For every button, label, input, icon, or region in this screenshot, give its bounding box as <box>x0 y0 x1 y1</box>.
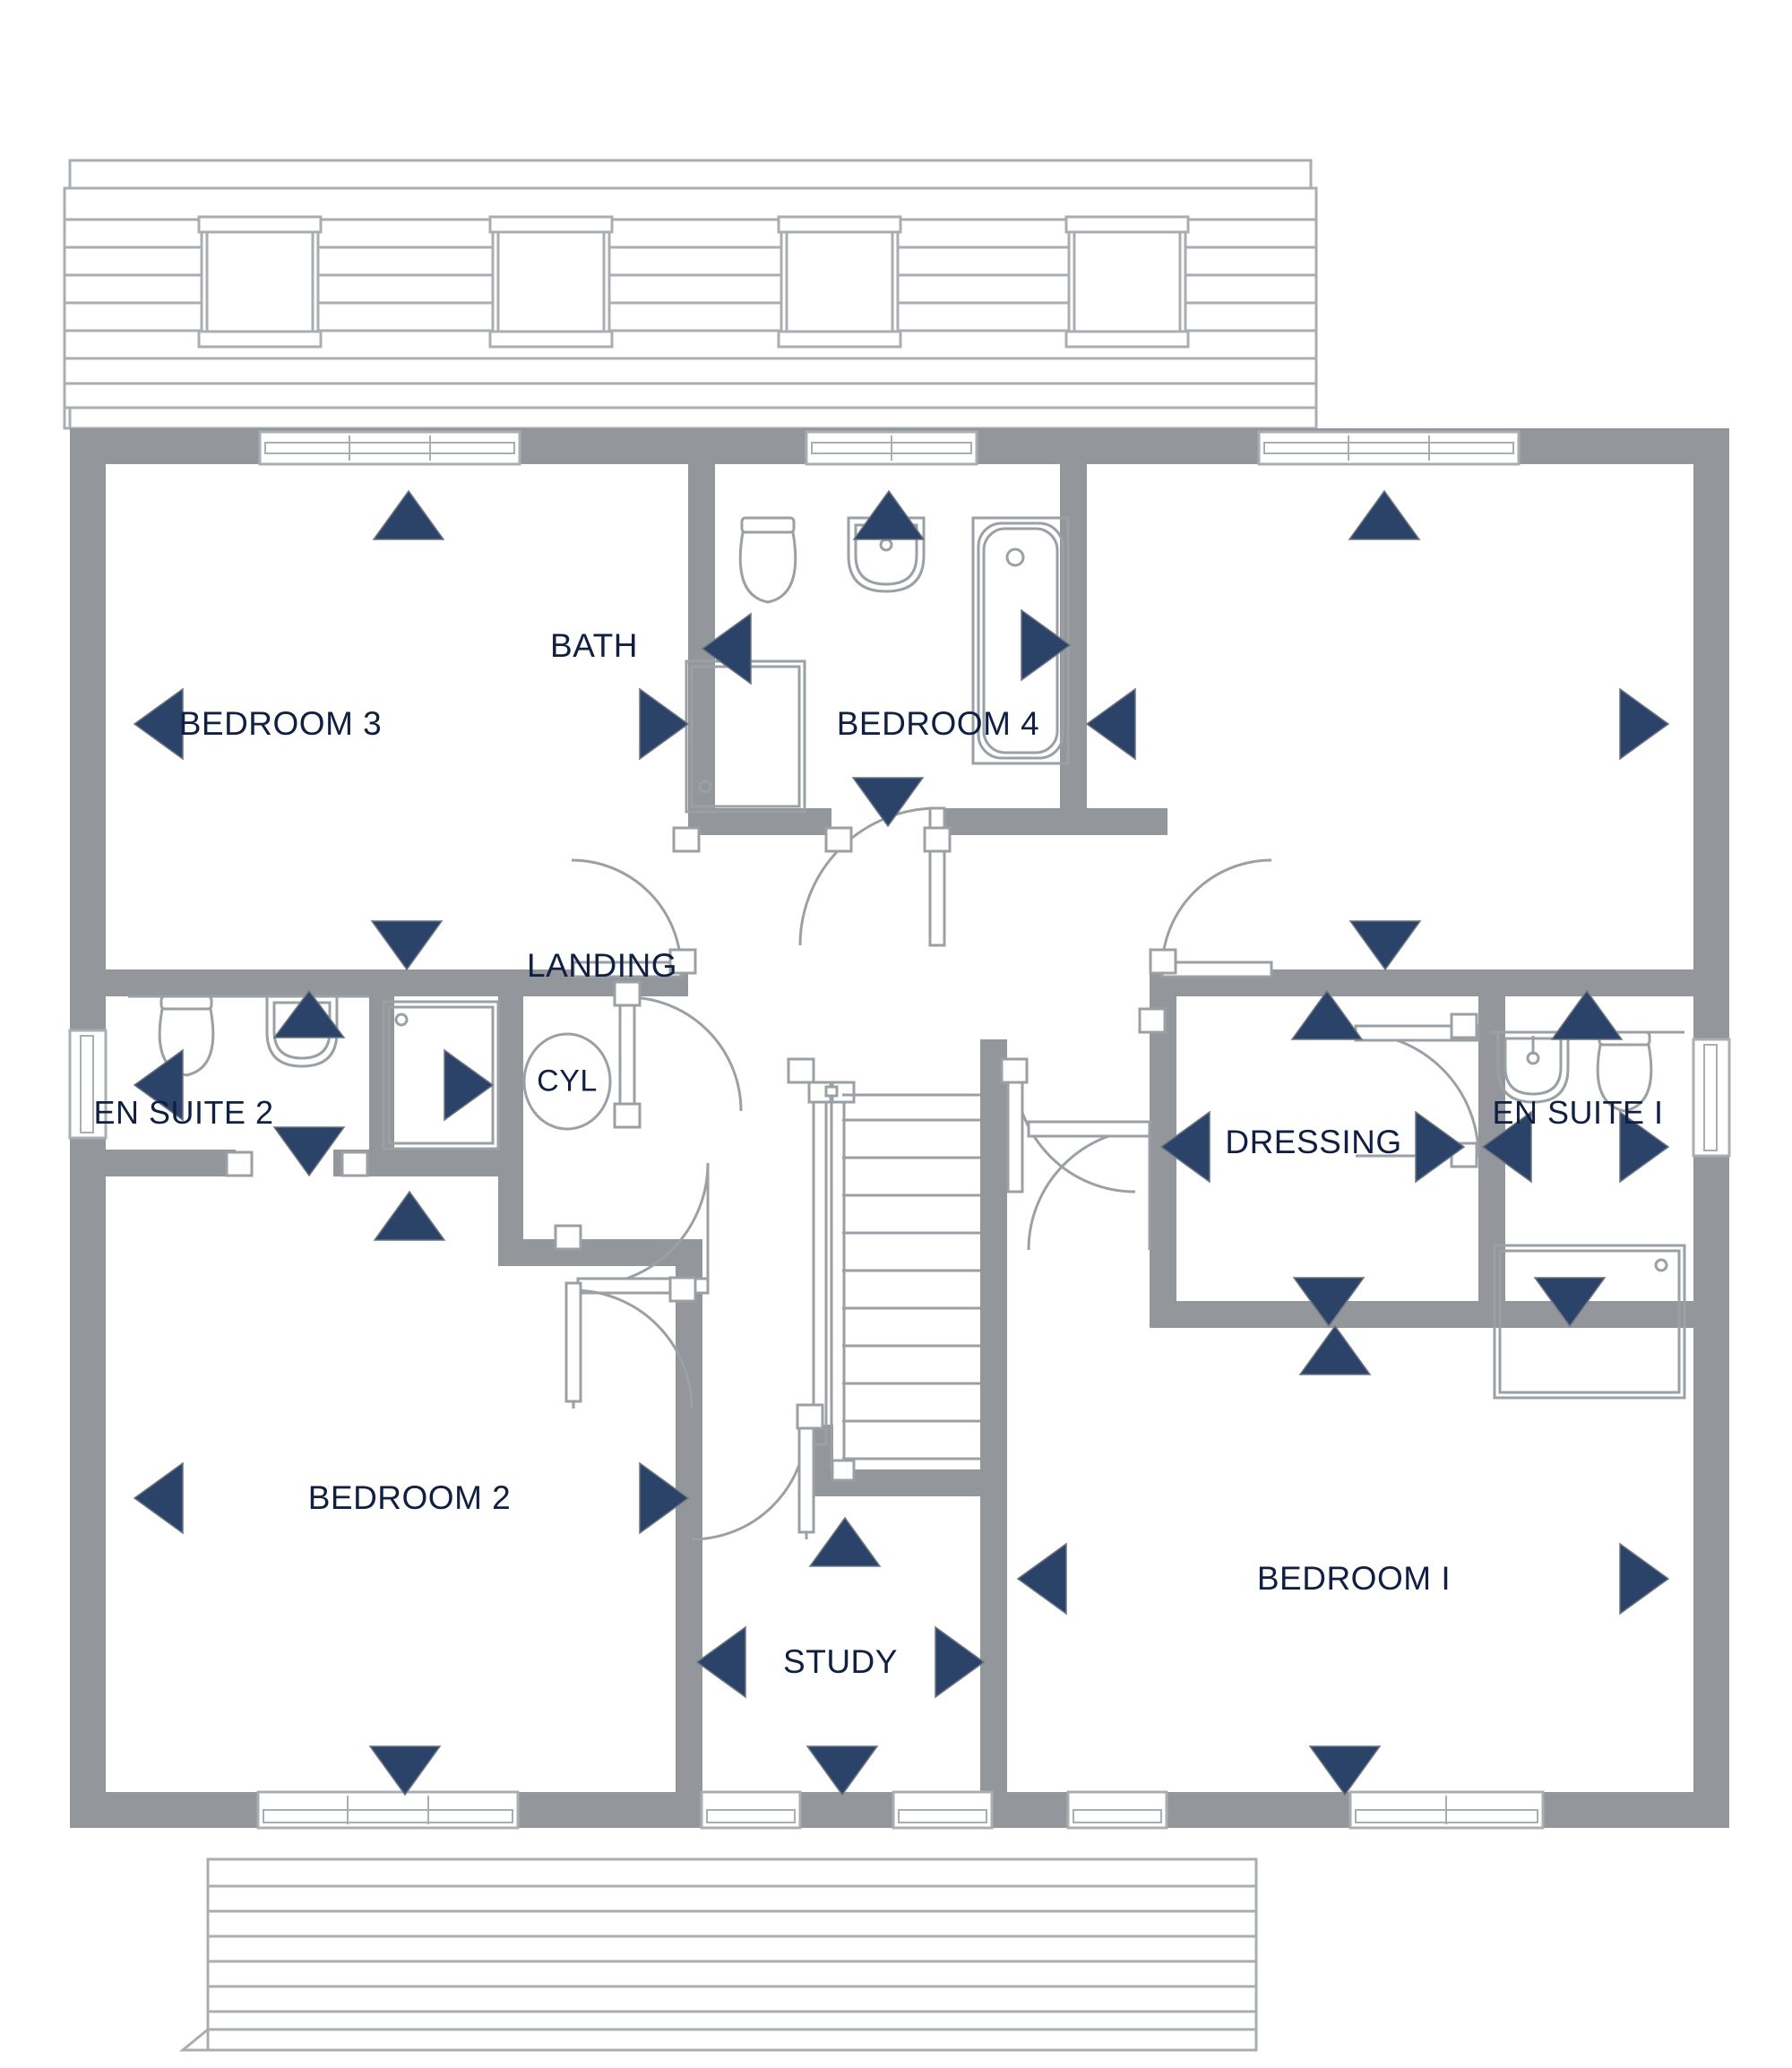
room-label-bedroom-1: BEDROOM I <box>1256 1560 1452 1597</box>
room-label-dressing: DRESSING <box>1225 1124 1402 1160</box>
room-label-study: STUDY <box>783 1643 898 1680</box>
hot-water-cylinder-icon <box>522 1032 612 1131</box>
door-swing-icon-group <box>564 806 1480 1541</box>
roof-window-icon-group <box>197 215 1190 349</box>
room-label-bedroom-3: BEDROOM 3 <box>178 705 383 742</box>
shower-tray-icon <box>1493 1244 1686 1400</box>
room-label-en-suite-1: EN SUITE I <box>1492 1094 1664 1131</box>
staircase-icon <box>807 1081 980 1482</box>
room-label-cyl: CYL <box>537 1064 598 1099</box>
en-suite-2-fixtures <box>128 995 500 1150</box>
room-label-bedroom-4: BEDROOM 4 <box>836 705 1040 742</box>
direction-arrow-icon-group <box>133 489 1670 1797</box>
room-label-bath: BATH <box>550 627 638 664</box>
window-icon-group <box>68 430 1731 1830</box>
en-suite-1-fixtures <box>1490 1030 1686 1400</box>
roof-pitch-bottom-icon <box>178 1857 1258 2052</box>
toilet-icon <box>158 995 215 1077</box>
toilet-icon <box>738 516 797 604</box>
room-label-bedroom-2: BEDROOM 2 <box>307 1479 512 1516</box>
shower-tray-icon <box>382 1000 500 1150</box>
room-label-en-suite-2: EN SUITE 2 <box>93 1094 274 1131</box>
room-label-landing: LANDING <box>527 947 677 984</box>
wash-basin-icon <box>1496 1030 1570 1104</box>
